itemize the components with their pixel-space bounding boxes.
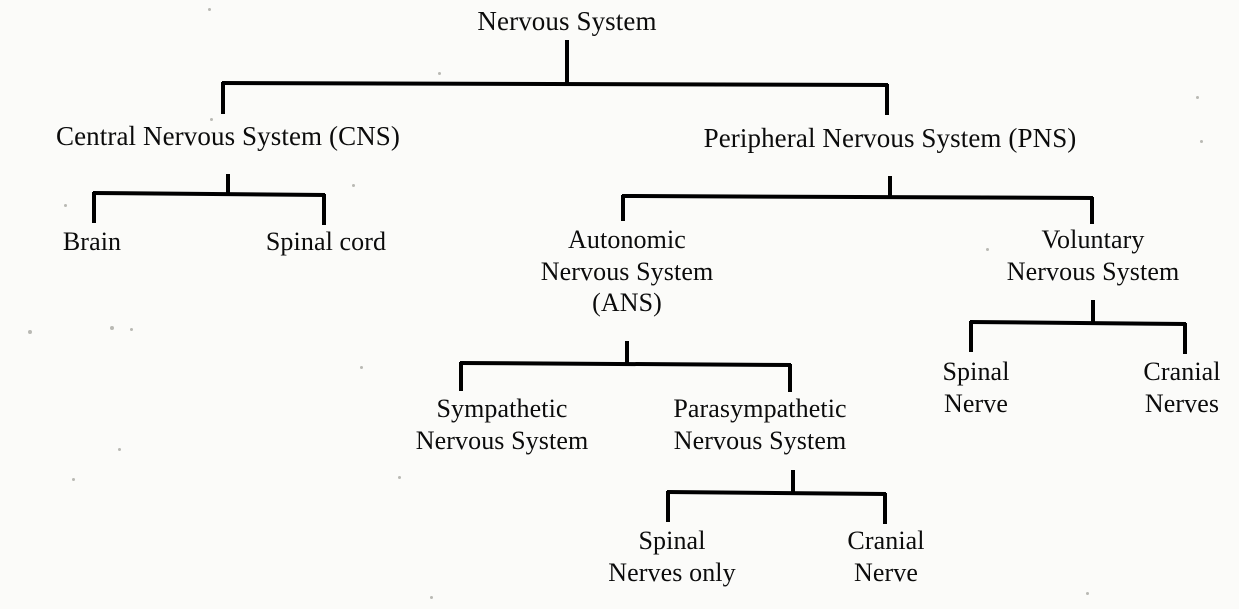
node-voluntary-cranial-nerves: Cranial Nerves — [1143, 356, 1220, 419]
scan-speck — [1086, 592, 1089, 595]
node-voluntary-nervous-system: Voluntary Nervous System — [1007, 224, 1180, 287]
node-label-line-2: Nervous System — [415, 425, 589, 455]
node-label-line-2: Nerves — [1144, 388, 1220, 418]
scan-speck — [1200, 140, 1203, 143]
scan-speck — [28, 330, 32, 334]
edge-root-bracket — [221, 81, 889, 87]
node-central-nervous-system: Central Nervous System (CNS) — [56, 120, 400, 153]
scan-speck — [1196, 96, 1199, 99]
scan-speck — [118, 448, 121, 451]
scan-speck — [130, 328, 133, 331]
node-label-line-1: Cranial — [847, 526, 925, 555]
node-label-line-1: Spinal — [942, 357, 1010, 386]
node-brain: Brain — [63, 226, 121, 258]
node-nervous-system: Nervous System — [477, 5, 656, 38]
node-label-line-1: Autonomic — [568, 225, 686, 254]
node-label-line-2: Nerves only — [608, 557, 736, 587]
scan-speck — [360, 366, 363, 369]
node-parasympathetic-cranial-nerve: Cranial Nerve — [847, 525, 924, 588]
scan-speck — [64, 204, 67, 207]
node-label-line-2: Nervous System — [540, 256, 714, 286]
node-label-line-2: Nervous System — [673, 425, 847, 455]
node-peripheral-nervous-system: Peripheral Nervous System (PNS) — [704, 122, 1077, 155]
node-label: Central Nervous System (CNS) — [55, 121, 401, 151]
node-label-line-2: Nervous System — [1006, 256, 1180, 286]
node-autonomic-nervous-system: Autonomic Nervous System (ANS) — [541, 224, 714, 319]
node-label: Peripheral Nervous System (PNS) — [703, 123, 1077, 153]
scan-speck — [110, 326, 114, 330]
scan-speck — [72, 478, 75, 481]
node-label: Spinal cord — [265, 227, 387, 256]
edge-parasympathetic-bracket — [666, 490, 887, 496]
scan-speck — [352, 184, 355, 187]
node-label: Brain — [62, 227, 122, 256]
edge-ans-bracket — [459, 361, 792, 367]
node-label-line-1: Spinal — [638, 526, 706, 555]
node-parasympathetic-nervous-system: Parasympathetic Nervous System — [673, 393, 846, 456]
edge-pns-bracket — [621, 194, 1094, 200]
node-label-line-1: Sympathetic — [436, 394, 568, 423]
scan-speck — [398, 476, 401, 479]
node-parasympathetic-spinal-nerves-only: Spinal Nerves only — [608, 525, 735, 588]
edge-voluntary-bracket — [969, 320, 1187, 326]
node-sympathetic-nervous-system: Sympathetic Nervous System — [416, 393, 589, 456]
node-label-line-2: Nerve — [853, 557, 919, 587]
scan-speck — [430, 596, 433, 599]
node-label-line-3: (ANS) — [592, 288, 662, 318]
scan-speck — [986, 248, 989, 251]
edge-cns-bracket — [92, 191, 326, 197]
node-spinal-cord: Spinal cord — [266, 226, 386, 258]
node-label: Nervous System — [477, 6, 657, 36]
node-label-line-1: Cranial — [1143, 357, 1221, 386]
node-label-line-2: Nerve — [943, 388, 1008, 418]
node-label-line-1: Voluntary — [1041, 225, 1145, 254]
node-label-line-1: Parasympathetic — [673, 394, 847, 423]
scan-speck — [438, 72, 441, 75]
scan-speck — [208, 8, 211, 11]
node-voluntary-spinal-nerve: Spinal Nerve — [942, 356, 1009, 419]
